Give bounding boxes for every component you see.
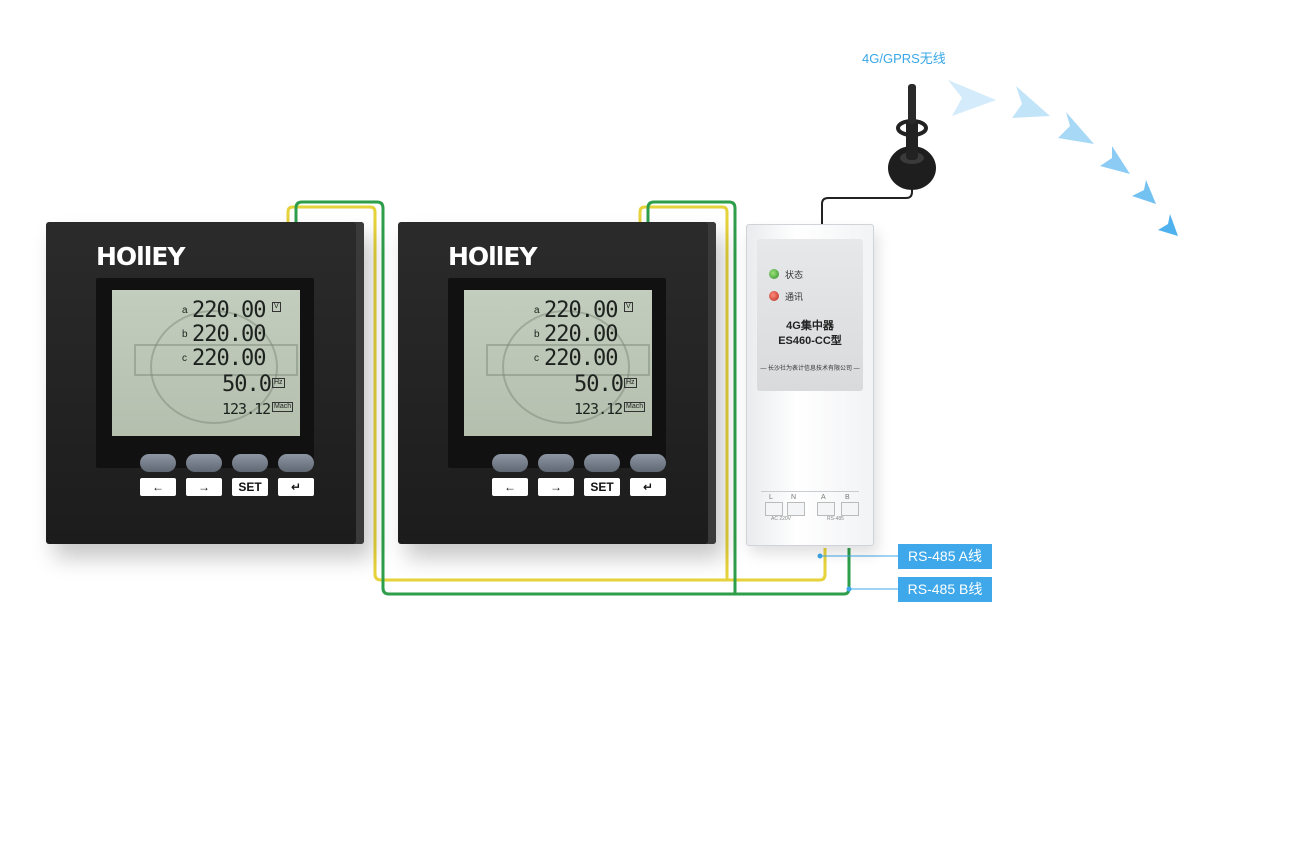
keypad-button-3[interactable] (584, 454, 620, 472)
phase-label: a (182, 305, 188, 316)
lcd-value: 220.00 (544, 322, 618, 347)
keypad-button-1[interactable] (140, 454, 176, 472)
keypad-button-2[interactable] (186, 454, 222, 472)
keypad-button-2[interactable] (538, 454, 574, 472)
terminal-a: A (821, 494, 826, 501)
lcd-unit: Hz (624, 378, 637, 388)
brand-logo: HOllEY (96, 242, 185, 271)
company-name: — 长沙社为表计信息技术有限公司 — (760, 366, 860, 372)
terminal-l: L (769, 494, 773, 501)
lcd-value: 220.00 (544, 346, 618, 371)
left-arrow-label: ← (140, 478, 176, 496)
keypad-button-4[interactable] (278, 454, 314, 472)
antenna-icon (888, 84, 936, 190)
keypad-button-1[interactable] (492, 454, 528, 472)
lcd-display: a 220.00 V b 220.00 c 220.00 50.0 Hz 1 (112, 290, 300, 436)
terminal-block: L N A B AC 220V RS-485 (761, 491, 859, 530)
phase-label: b (182, 329, 188, 340)
left-arrow-label: ← (492, 478, 528, 496)
terminal-b: B (845, 494, 850, 501)
lcd-unit: Mach (272, 402, 294, 412)
brand-logo: HOllEY (448, 242, 537, 271)
right-arrow-label: → (186, 478, 222, 496)
lcd-unit: Hz (272, 378, 285, 388)
display-bezel: a 220.00 V b 220.00 c 220.00 50.0 Hz 1 (96, 278, 314, 468)
rs485-b-wire-2 (646, 200, 737, 594)
lcd-value: 220.00 (192, 298, 266, 323)
signal-arrows-icon (948, 80, 1178, 236)
phase-label: a (534, 305, 540, 316)
lcd-value: 220.00 (544, 298, 618, 323)
rs485-a-tag: RS-485 A线 (898, 544, 992, 569)
display-bezel: a 220.00 V b 220.00 c 220.00 50.0 Hz 1 (448, 278, 666, 468)
phase-label: c (534, 353, 539, 364)
front-panel: 状态 通讯 4G集中器 ES460-CC型 — 长沙社为表计信息技术有限公司 — (757, 239, 863, 391)
keypad-button-4[interactable] (630, 454, 666, 472)
power-meter-2: HOllEY a 220.00 V b 220.00 c 220.00 (398, 222, 716, 544)
concentrator-device: 状态 通讯 4G集中器 ES460-CC型 — 长沙社为表计信息技术有限公司 —… (746, 224, 874, 546)
lcd-unit: Mach (624, 402, 646, 412)
set-label: SET (584, 478, 620, 496)
lcd-unit: V (272, 302, 281, 312)
lcd-value: 220.00 (192, 346, 266, 371)
phase-label: b (534, 329, 540, 340)
power-meter-1: HOllEY a 220.00 V b 220.00 c 220.00 (46, 222, 364, 544)
rs485-b-wire (294, 200, 851, 596)
terminal-power-label: AC 220V (771, 516, 792, 522)
lcd-value: 123.12 (222, 400, 271, 418)
set-label: SET (232, 478, 268, 496)
right-arrow-label: → (538, 478, 574, 496)
terminal-n: N (791, 494, 797, 501)
model-number: ES460-CC型 (778, 335, 842, 347)
lcd-value: 220.00 (192, 322, 266, 347)
status-led-icon (769, 269, 779, 279)
status-led-label: 状态 (785, 270, 804, 280)
lcd-unit: V (624, 302, 633, 312)
enter-label: ↵ (630, 478, 666, 496)
terminal-bus-label: RS-485 (827, 516, 844, 522)
lcd-value: 50.0 (574, 372, 624, 397)
enter-label: ↵ (278, 478, 314, 496)
model-title: 4G集中器 (786, 320, 834, 332)
rs485-a-wire (286, 205, 827, 582)
rs485-a-wire-2 (638, 205, 729, 580)
wireless-label: 4G/GPRS无线 (862, 51, 946, 66)
keypad-button-3[interactable] (232, 454, 268, 472)
lcd-value: 50.0 (222, 372, 272, 397)
lcd-value: 123.12 (574, 400, 623, 418)
rs485-b-tag: RS-485 B线 (898, 577, 992, 602)
comm-led-label: 通讯 (785, 292, 804, 302)
comm-led-icon (769, 291, 779, 301)
lcd-display: a 220.00 V b 220.00 c 220.00 50.0 Hz 1 (464, 290, 652, 436)
phase-label: c (182, 353, 187, 364)
